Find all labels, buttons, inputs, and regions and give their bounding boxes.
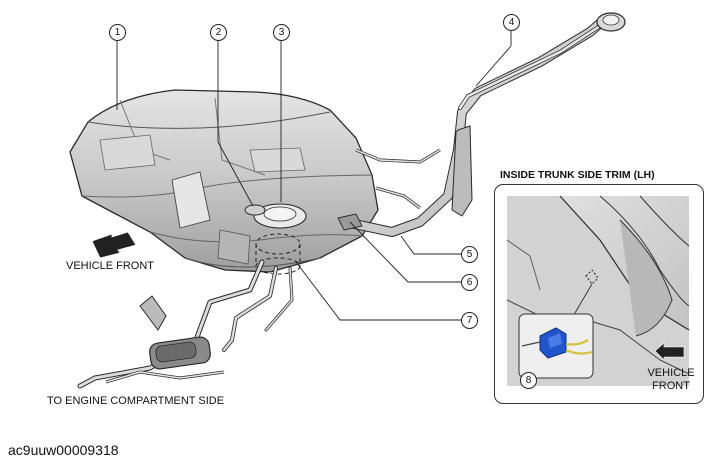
leader-lines [116, 30, 548, 363]
inset-vehicle-front-arrow-icon [654, 342, 685, 361]
inset-title: INSIDE TRUNK SIDE TRIM (LH) [500, 169, 655, 181]
filler-pipe [337, 12, 626, 237]
callout-4: 4 [503, 14, 520, 31]
callout-7: 7 [461, 312, 478, 329]
engine-compartment-label: TO ENGINE COMPARTMENT SIDE [47, 395, 225, 407]
figure-id: ac9uuw00009318 [8, 442, 119, 458]
inset-vehicle-front-line1: VEHICLE [647, 367, 695, 379]
vehicle-front-arrow-icon [91, 231, 137, 259]
callout-1: 1 [109, 24, 126, 41]
inset-vehicle-front-line2: FRONT [652, 380, 690, 392]
callout-6: 6 [461, 274, 478, 291]
callout-5: 5 [461, 246, 478, 263]
fuel-lines [77, 259, 294, 389]
callout-3: 3 [273, 24, 290, 41]
inset-frame [494, 184, 704, 404]
callout-2: 2 [210, 24, 227, 41]
fuel-tank [69, 89, 379, 275]
callout-8: 8 [520, 372, 537, 389]
vehicle-front-label: VEHICLE FRONT [66, 260, 155, 272]
inset-vehicle-front-label: VEHICLE FRONT [644, 367, 698, 393]
